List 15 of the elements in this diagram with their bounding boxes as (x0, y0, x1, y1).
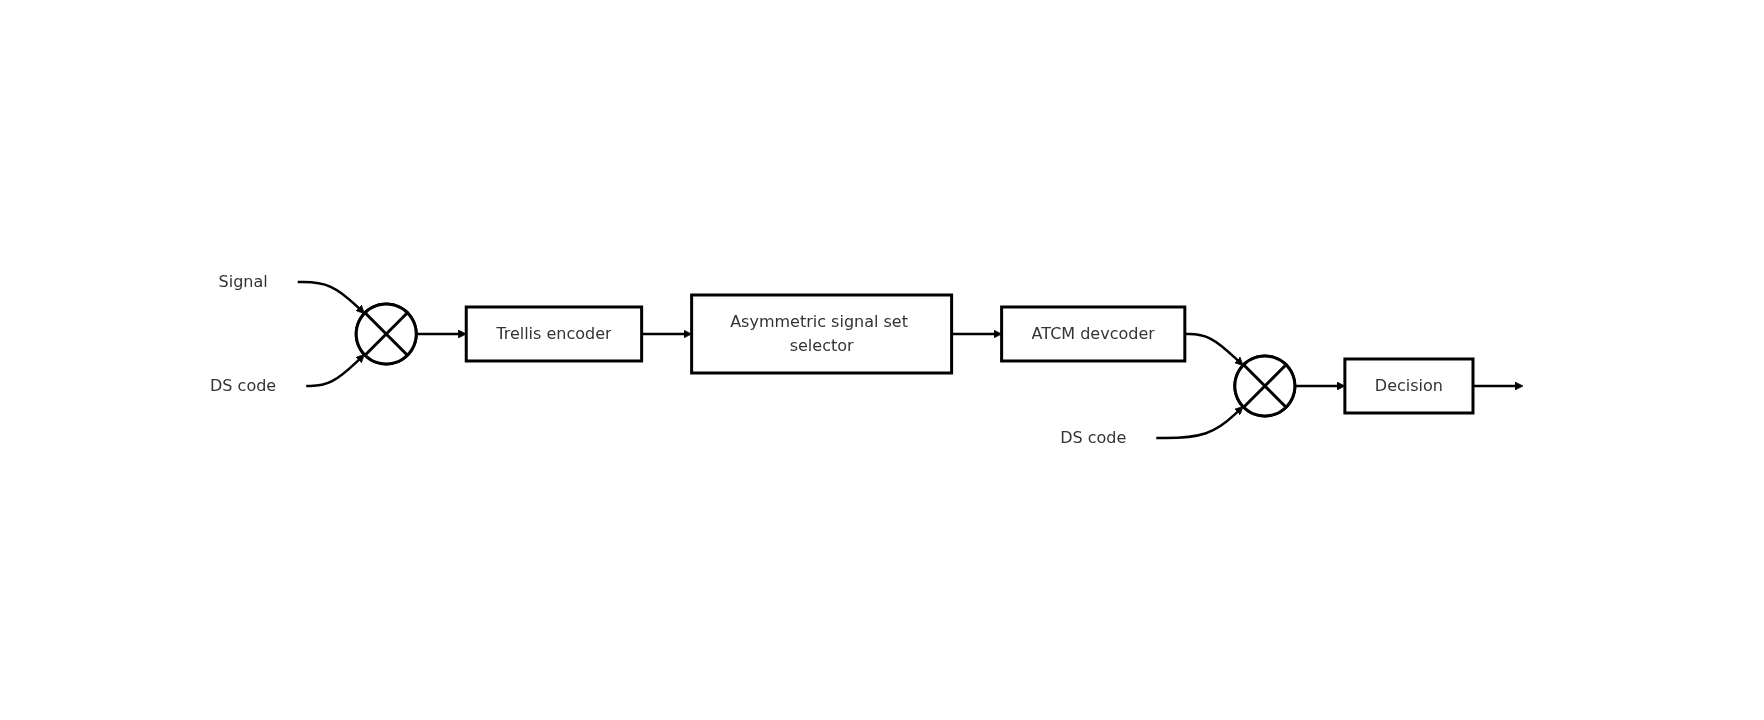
arrow (1185, 332, 1244, 366)
node-text: DS code (1060, 427, 1127, 447)
node-box: Decision (1343, 357, 1475, 415)
node-text: DS code (210, 375, 277, 395)
arrow (1295, 381, 1346, 391)
arrow (1473, 381, 1524, 391)
node-box: Trellis encoder (465, 305, 644, 363)
arrow (952, 329, 1003, 339)
node-box: Asymmetric signal set selector (690, 293, 954, 375)
node-box: ATCM devcoder (1000, 305, 1187, 363)
node-text: Signal (219, 272, 269, 291)
arrow (298, 280, 366, 314)
arrow (1156, 406, 1244, 440)
arrow (642, 329, 693, 339)
arrow (306, 354, 366, 388)
